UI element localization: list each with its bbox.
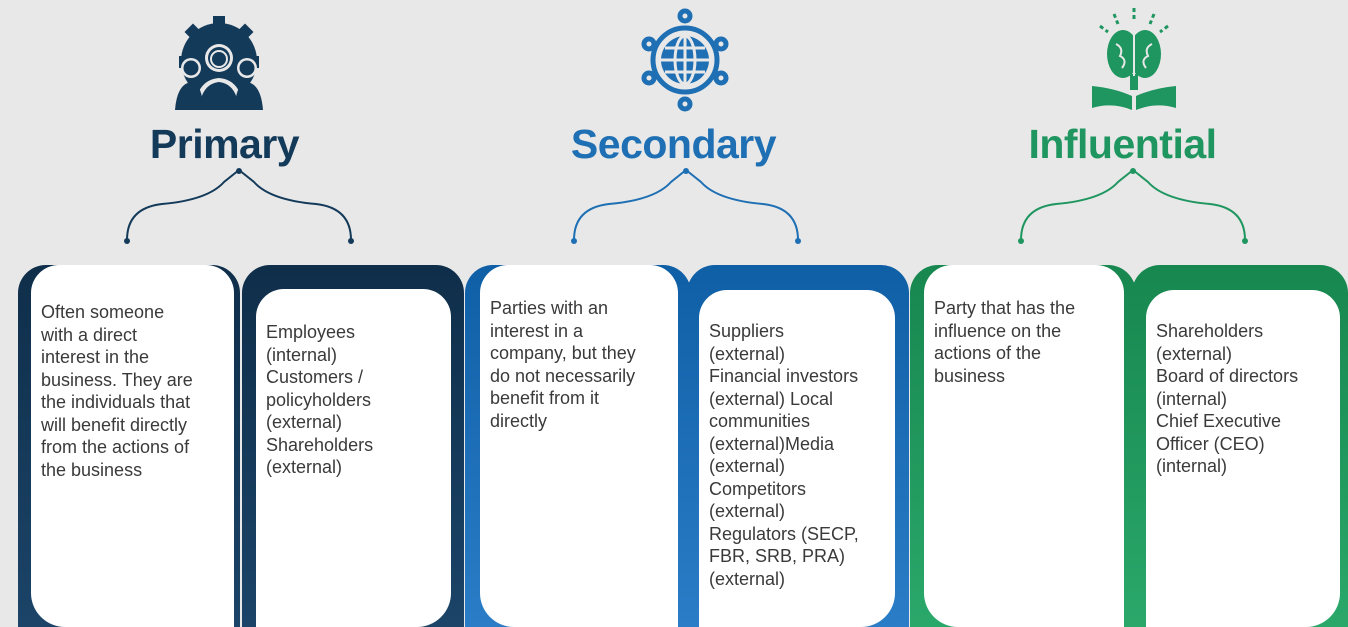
secondary-examples-card: Suppliers (external) Financial investors… [699,290,895,627]
secondary-description-card: Parties with an interest in a company, b… [480,265,678,627]
people-gear-icon [175,16,263,110]
brain-book-icon [1092,8,1176,110]
influential-title: Influential [1028,121,1217,167]
primary-column: Primary Often someone with a direct inte… [0,0,464,627]
primary-description-card: Often someone with a direct interest in … [31,265,234,627]
primary-brace [124,168,354,244]
influential-description-card: Party that has the influence on the acti… [924,265,1124,627]
secondary-brace [571,168,801,244]
globe-network-icon [641,8,729,112]
secondary-column: Secondary Parties with an interest in a … [449,0,909,627]
primary-title: Primary [149,121,300,167]
influential-examples-card: Shareholders (external) Board of directo… [1146,290,1340,627]
primary-examples-card: Employees (internal) Customers / policyh… [256,289,451,627]
influential-brace [1018,168,1248,244]
influential-column: Influential Party that has the influence… [898,0,1348,627]
secondary-title: Secondary [570,121,777,167]
